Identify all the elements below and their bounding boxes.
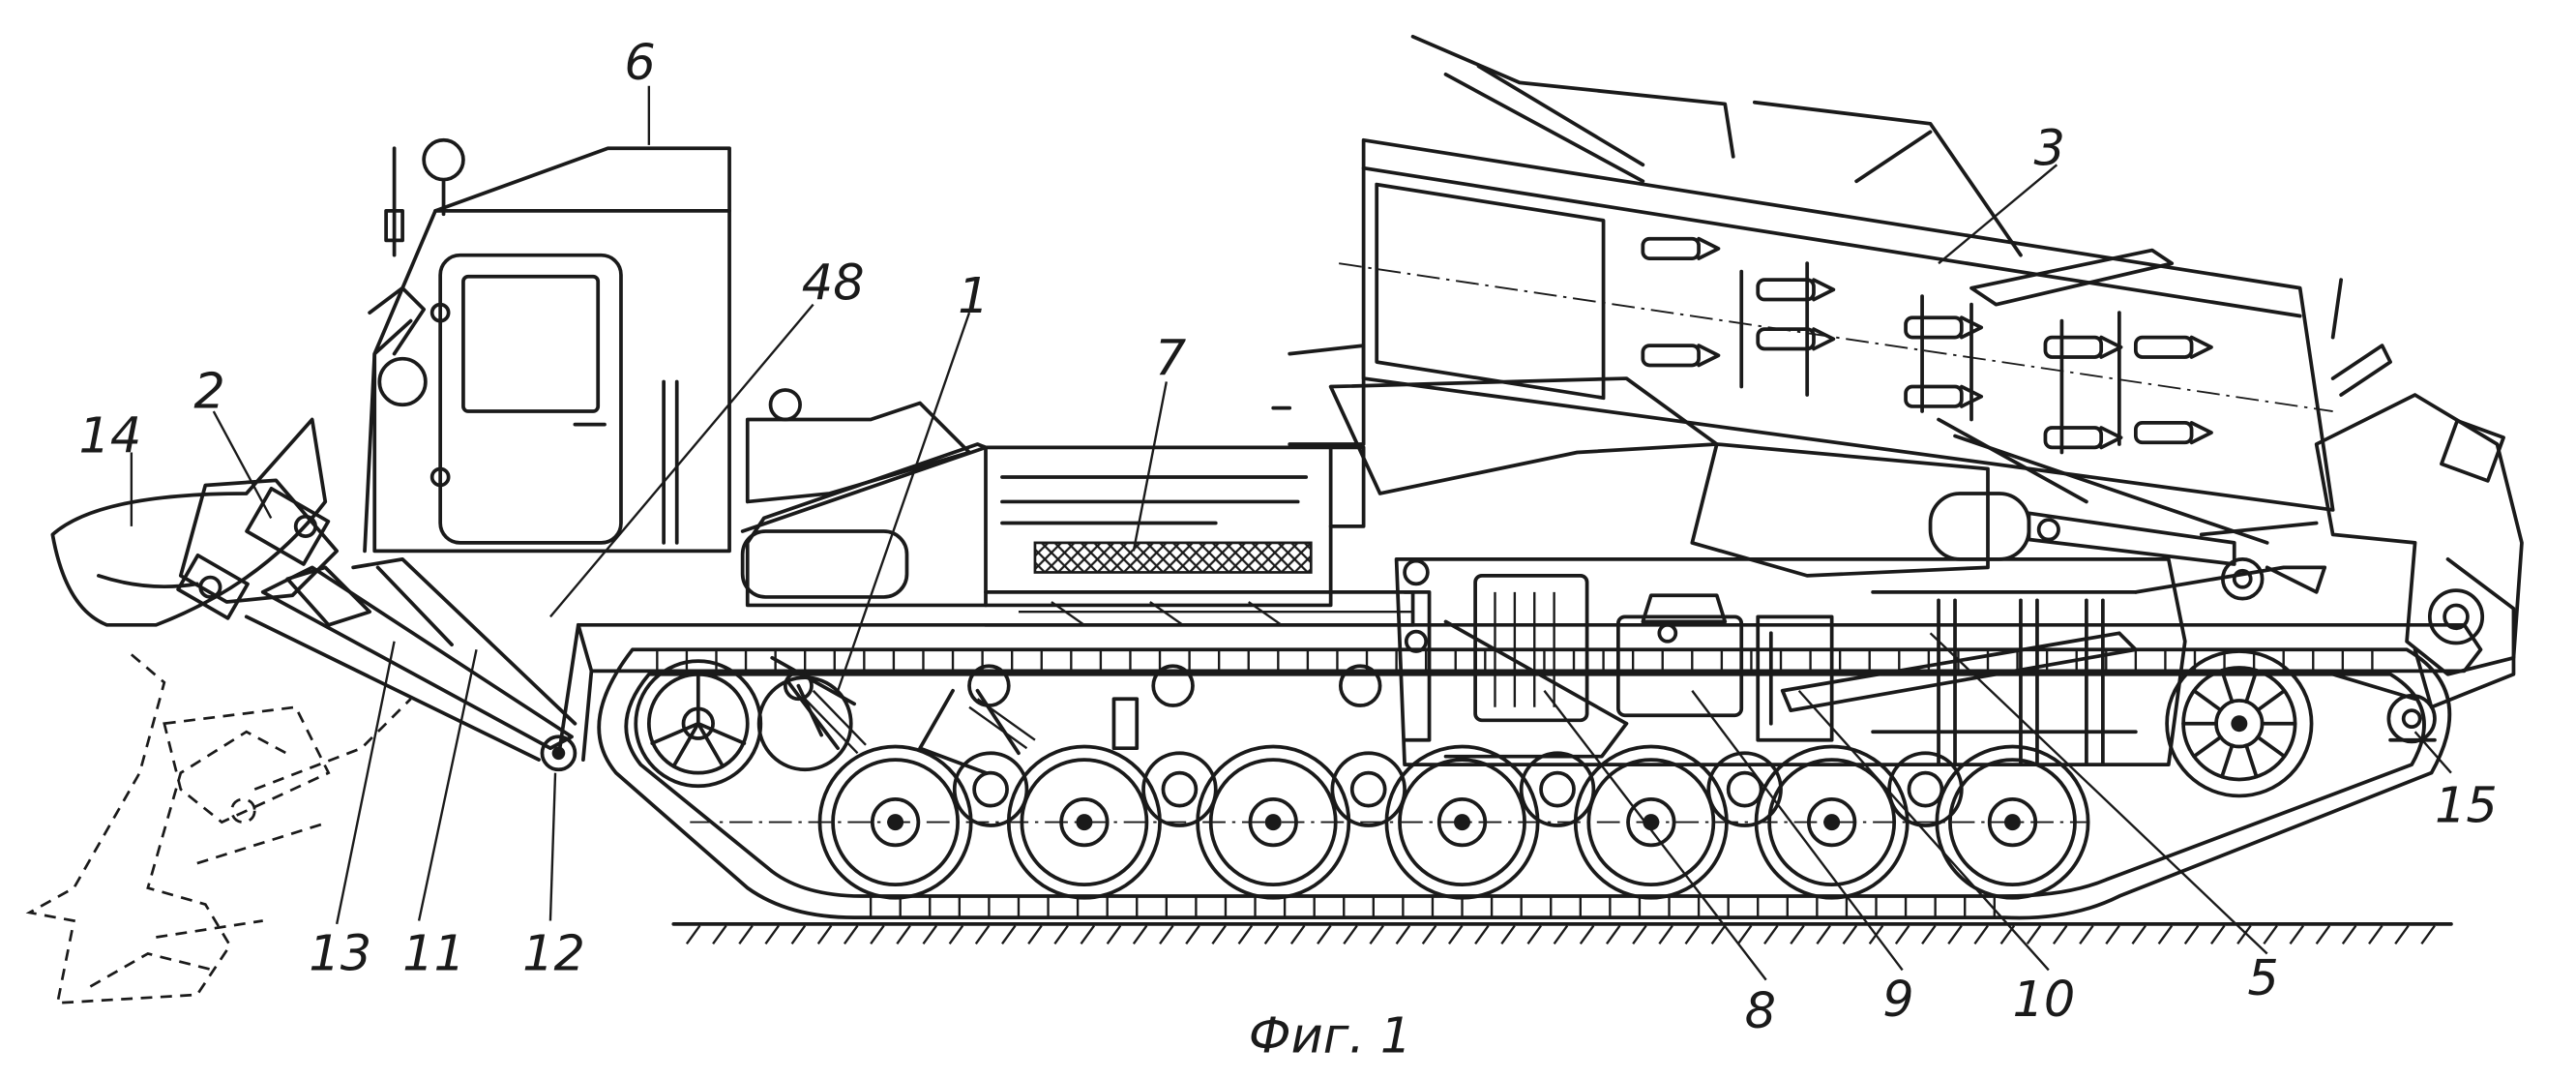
lift-actuator xyxy=(1928,492,2327,601)
machinery-bay xyxy=(1111,557,2187,767)
leader-lines xyxy=(130,85,2452,981)
callout-13: 13 xyxy=(309,925,371,982)
callout-10: 10 xyxy=(2012,972,2075,1029)
callout-2: 2 xyxy=(193,364,224,421)
callout-8: 8 xyxy=(1745,983,1776,1040)
callout-3: 3 xyxy=(2034,120,2065,177)
support-rollers xyxy=(756,675,1964,827)
launcher-container xyxy=(1271,34,2524,676)
callout-48: 48 xyxy=(802,255,865,313)
callout-14: 14 xyxy=(79,407,142,465)
callout-labels: 6 48 1 7 3 2 14 13 11 12 8 9 10 5 15 xyxy=(79,35,2498,1040)
callout-6: 6 xyxy=(624,35,655,92)
ground-line xyxy=(671,922,2453,944)
blade-lowered-position xyxy=(25,653,412,1004)
road-wheels xyxy=(690,744,2090,900)
callout-12: 12 xyxy=(522,925,585,982)
callout-5: 5 xyxy=(2247,950,2278,1007)
figure-caption: Фиг. 1 xyxy=(1249,1007,1412,1064)
callout-15: 15 xyxy=(2435,778,2498,835)
radiator-grille xyxy=(1033,541,1313,574)
cab xyxy=(363,137,731,554)
callout-1: 1 xyxy=(958,268,989,325)
track-assembly xyxy=(597,647,2452,920)
callout-11: 11 xyxy=(402,925,465,982)
front-idler xyxy=(634,659,763,789)
callout-7: 7 xyxy=(1155,331,1186,388)
engine-compartment xyxy=(740,388,1415,627)
hull xyxy=(556,557,2516,775)
drive-sprocket xyxy=(2165,649,2314,798)
callout-9: 9 xyxy=(1882,972,1913,1029)
dozer-blade xyxy=(50,417,577,772)
